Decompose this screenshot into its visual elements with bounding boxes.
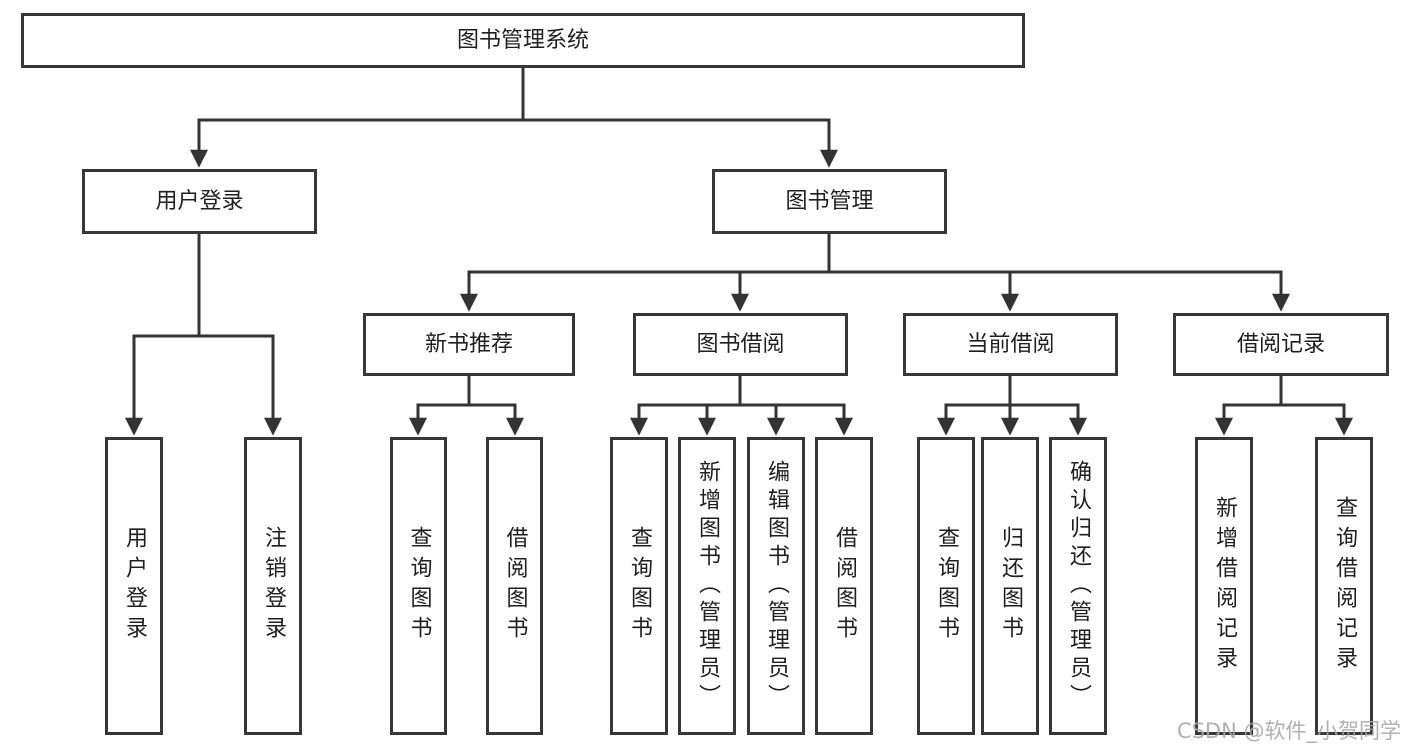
- leaf-borrow-books-borrowing: 借阅图书: [815, 437, 873, 735]
- leaf-query-books-recommend: 查询图书: [390, 437, 447, 735]
- node-label: 新增图书（管理员）: [695, 460, 720, 712]
- node-new-book-recommendation: 新书推荐: [363, 313, 575, 376]
- leaf-query-books-borrowing: 查询图书: [610, 437, 668, 735]
- node-user-login: 用户登录: [82, 169, 317, 234]
- node-label: 查询图书: [627, 526, 652, 646]
- node-label: 注销登录: [261, 526, 286, 646]
- node-borrowing-records: 借阅记录: [1173, 313, 1389, 376]
- node-book-borrowing: 图书借阅: [633, 313, 848, 376]
- node-label: 用户登录: [122, 526, 147, 646]
- node-book-management: 图书管理: [712, 169, 947, 234]
- node-label: 用户登录: [155, 188, 244, 214]
- leaf-user-login: 用户登录: [105, 437, 163, 735]
- node-label: 查询图书: [406, 526, 432, 646]
- leaf-return-book: 归还图书: [981, 437, 1039, 735]
- node-label: 当前借阅: [966, 331, 1055, 357]
- leaf-edit-book-admin: 编辑图书（管理员）: [747, 437, 805, 735]
- node-label: 确认归还（管理员）: [1066, 460, 1091, 712]
- leaf-query-books-current: 查询图书: [917, 437, 975, 735]
- node-label: 新书推荐: [424, 331, 513, 357]
- node-label: 图书借阅: [696, 331, 785, 357]
- leaf-logout: 注销登录: [244, 437, 302, 735]
- node-current-borrowing: 当前借阅: [903, 313, 1118, 376]
- node-label: 查询图书: [934, 526, 959, 646]
- node-library-management-system: 图书管理系统: [21, 13, 1025, 68]
- leaf-confirm-return-admin: 确认归还（管理员）: [1049, 437, 1107, 735]
- node-label: 图书管理系统: [456, 27, 589, 53]
- node-label: 查询借阅记录: [1332, 496, 1357, 676]
- node-label: 图书管理: [785, 188, 874, 214]
- node-label: 借阅图书: [502, 526, 528, 646]
- node-label: 编辑图书（管理员）: [764, 460, 789, 712]
- leaf-query-borrow-record: 查询借阅记录: [1315, 437, 1373, 735]
- watermark: CSDN @软件_小贺同学: [1176, 718, 1401, 743]
- leaf-add-borrow-record: 新增借阅记录: [1195, 437, 1253, 735]
- node-label: 借阅图书: [832, 526, 857, 646]
- node-label: 新增借阅记录: [1212, 496, 1237, 676]
- leaf-borrow-books-recommend: 借阅图书: [486, 437, 543, 735]
- node-label: 归还图书: [998, 526, 1023, 646]
- node-label: 借阅记录: [1236, 331, 1325, 357]
- leaf-add-book-admin: 新增图书（管理员）: [678, 437, 736, 735]
